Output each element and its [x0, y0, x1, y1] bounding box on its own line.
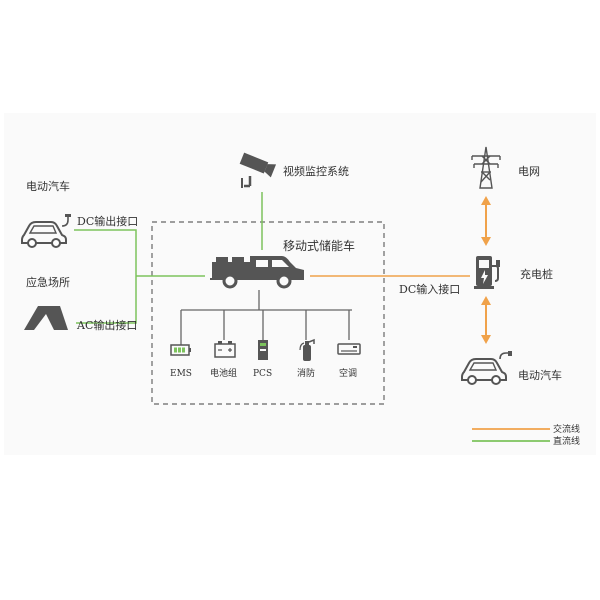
- dc-output-label: DC输出接口: [77, 215, 139, 228]
- ac-output-label: AC输出接口: [77, 319, 138, 332]
- vehicle-title: 移动式储能车: [283, 239, 356, 253]
- component-label-fire: 消防: [297, 369, 316, 379]
- ev-left-label: 电动汽车: [26, 180, 70, 193]
- dc-input-label: DC输入接口: [399, 283, 461, 296]
- arrow-charger-ev: [481, 296, 491, 344]
- diagram-background: [4, 113, 596, 455]
- legend-dc-label: 直流线: [553, 437, 581, 447]
- ev-right-label: 电动汽车: [518, 369, 562, 382]
- video-monitoring-label: 视频监控系统: [283, 165, 349, 178]
- pcs-cabinet-icon: [258, 340, 268, 360]
- battery-pack-icon: [214, 341, 236, 358]
- charger-label: 充电桩: [520, 268, 553, 281]
- grid-label: 电网: [518, 165, 540, 178]
- air-conditioner-icon: [337, 343, 361, 355]
- tent-icon: [24, 306, 68, 330]
- emergency-site-label: 应急场所: [26, 276, 70, 289]
- fire-extinguisher-icon: [299, 338, 315, 361]
- power-tower-icon: [471, 146, 501, 189]
- dc-lines: [74, 192, 263, 324]
- charging-station-icon: [474, 256, 500, 289]
- component-label-battery: 电池组: [210, 369, 238, 379]
- component-label-pcs: PCS: [253, 369, 273, 379]
- legend-ac-label: 交流线: [553, 425, 581, 435]
- internal-bus: [180, 290, 352, 345]
- component-label-ac: 空调: [339, 369, 358, 379]
- battery-indicator-icon: [170, 344, 191, 356]
- component-label-ems: EMS: [170, 369, 192, 379]
- storage-vehicle-icon: [210, 256, 304, 289]
- ev-left-icon: [21, 214, 71, 248]
- ev-right-icon: [461, 351, 512, 385]
- cctv-camera-icon: [239, 152, 276, 188]
- arrow-grid-charger: [481, 196, 491, 246]
